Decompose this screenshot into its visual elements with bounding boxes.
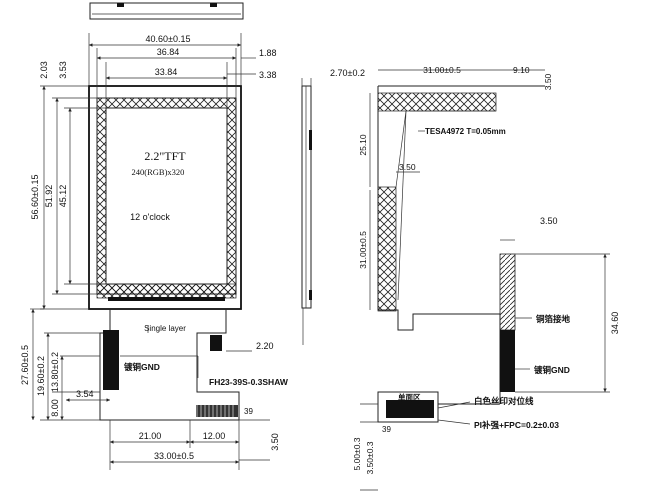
front-gnd-label: 镀铜GND: [124, 362, 160, 372]
screen-size-label: 2.2"TFT: [144, 149, 186, 163]
front-view: [88, 85, 242, 421]
connector-label: FH23-39S-0.3SHAW: [209, 377, 289, 387]
copper-ground-label: 铜箔接地: [536, 314, 571, 324]
back-gnd-label: 镀铜GND: [534, 365, 570, 375]
back-annotations: 31.00±0.5 9.10 3.50 TESA4972 T=0.05mm 25…: [352, 65, 620, 491]
back-dim-34: 34.60: [610, 312, 620, 335]
tape-label: TESA4972 T=0.05mm: [425, 127, 506, 136]
front-horizontal-dims: 40.60±0.15 36.84 33.84 1.88 3.38: [88, 33, 277, 108]
front-bottom-dims: 21.00 12.00 33.00±0.5 3.50: [109, 419, 280, 470]
single-zone-label: 单面区: [398, 392, 421, 402]
gnd-copper-strip: [103, 330, 119, 390]
view-direction-label: 12 o'clock: [130, 212, 170, 222]
back-dim-31-vertical: 31.00±0.5: [358, 231, 368, 269]
back-dim-bottom-2: 3.50±0.3: [365, 441, 375, 474]
dim-left-top-1: 2.03: [39, 61, 49, 79]
dim-right-gap-1: 1.88: [259, 48, 277, 58]
side-thickness: 2.70±0.2: [330, 68, 365, 78]
dim-active-width: 33.84: [155, 67, 178, 77]
dim-height-active: 45.12: [58, 185, 68, 208]
back-dim-top-right: 9.10: [513, 65, 530, 75]
dim-top-width: 40.60±0.15: [146, 34, 191, 44]
pin-end-label: 39: [244, 407, 253, 416]
top-view: [89, 2, 244, 20]
back-dim-350-right: 3.50: [540, 216, 558, 226]
back-dim-top-side: 3.50: [543, 73, 553, 90]
back-view: [377, 85, 545, 423]
stiffener-label: PI补强+FPC=0.2±0.03: [474, 420, 559, 430]
dim-view-width: 36.84: [157, 47, 180, 57]
dim-bottom-c: 3.50: [270, 433, 280, 451]
single-layer-label: Single layer: [144, 324, 186, 333]
dim-tail-1: 27.60±0.5: [20, 345, 30, 385]
silk-line-label: 白色丝印对位线: [474, 396, 534, 406]
back-pin-39: 39: [382, 425, 391, 434]
front-vertical-dims: 56.60±0.15 51.92 45.12 2.03 3.53 27.60±0…: [20, 61, 274, 421]
front-annotations: 2.2"TFT 240(RGB)x320 12 o'clock Single l…: [124, 149, 289, 416]
dim-tail-2: 19.60±0.2: [36, 356, 46, 396]
side-view: 2.70±0.2: [301, 68, 365, 345]
back-dim-25: 25.10: [358, 134, 368, 156]
dim-fpc-width-small: 2.20: [256, 341, 274, 351]
resolution-label: 240(RGB)x320: [132, 167, 185, 177]
dim-bottom-a: 21.00: [139, 431, 162, 441]
back-dim-350-mid: 3.50: [399, 162, 416, 172]
back-dim-top: 31.00±0.5: [423, 65, 461, 75]
back-dim-bottom-1: 5.00±0.3: [352, 437, 362, 470]
dim-bottom-total: 33.00±0.5: [154, 451, 194, 461]
dim-height-total: 56.60±0.15: [30, 175, 40, 220]
dim-right-gap-2: 3.38: [259, 70, 277, 80]
dim-tail-4: 8.00: [50, 399, 60, 417]
dim-left-top-2: 3.53: [58, 61, 68, 79]
dim-height-view: 51.92: [44, 185, 54, 208]
dim-offset: 3.54: [76, 389, 94, 399]
dim-tail-3: 13.80±0.2: [50, 352, 60, 392]
dim-bottom-b: 12.00: [203, 431, 226, 441]
